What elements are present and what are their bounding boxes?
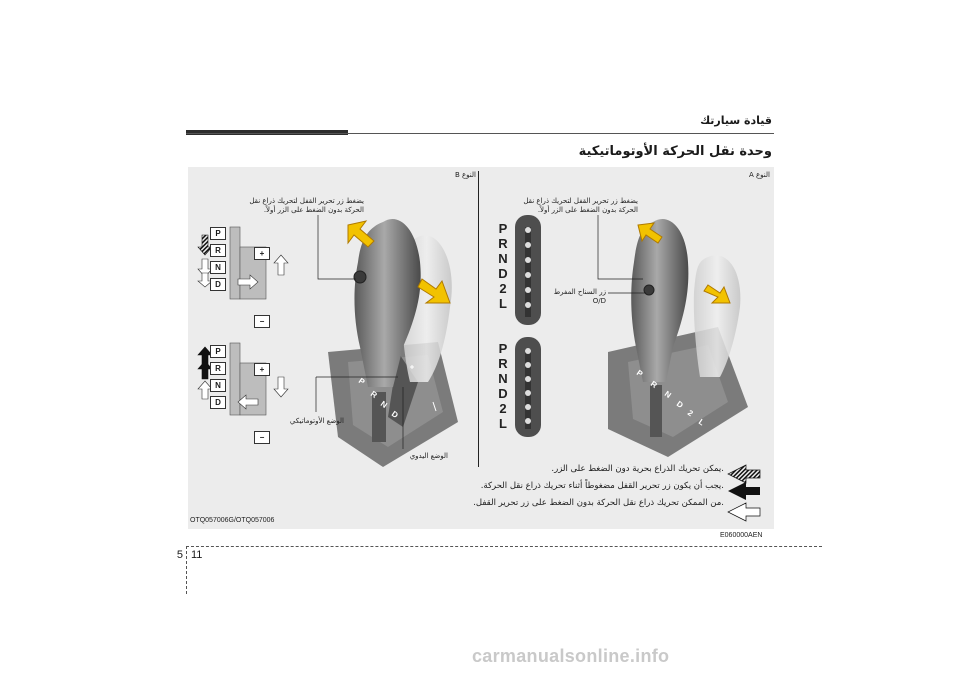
legend-item: .يجب أن يكون زر تحرير القفل مضغوطاً أثنا… bbox=[480, 481, 724, 491]
gear-letter: N bbox=[498, 371, 508, 386]
gear-letters-2: P R N D 2 L bbox=[496, 341, 510, 431]
gate-letter: P bbox=[210, 227, 226, 240]
svg-text:L: L bbox=[697, 417, 706, 427]
header-bar bbox=[186, 130, 348, 135]
gate-letter: P bbox=[210, 345, 226, 358]
legend: .يمكن تحريك الذراع بحرية دون الضغط على ا… bbox=[418, 461, 724, 512]
svg-text:2: 2 bbox=[686, 408, 695, 418]
gear-letter: D bbox=[498, 266, 508, 281]
gear-letter: D bbox=[498, 386, 508, 401]
yellow-arrow-b-side bbox=[417, 278, 451, 304]
gear-letter: L bbox=[499, 416, 507, 431]
legend-item: .من الممكن تحريك ذراع نقل الحركة بدون ال… bbox=[473, 498, 724, 508]
gear-letter: R bbox=[498, 356, 508, 371]
gate-minus-bottom: − bbox=[254, 431, 270, 444]
figure-code: OTQ057006G/OTQ057006 bbox=[190, 517, 275, 524]
gear-letter: N bbox=[498, 251, 508, 266]
panel-a-callout-od: زر السناح المفرط O/D bbox=[553, 288, 606, 305]
header-title: قيادة سيارتك bbox=[700, 114, 772, 127]
yellow-arrow-a-top bbox=[637, 222, 663, 244]
footer-vrule bbox=[186, 546, 187, 594]
panel-a-callout-button: يضغط زر تحرير القفل لتحريك ذراع نقل الحر… bbox=[523, 197, 638, 214]
gear-letter: P bbox=[498, 341, 508, 356]
gate-letter: N bbox=[210, 261, 226, 274]
gear-strip-1 bbox=[515, 215, 541, 325]
legend-item: .يمكن تحريك الذراع بحرية دون الضغط على ا… bbox=[551, 464, 724, 474]
panel-a-tag: النوع A bbox=[748, 171, 770, 179]
gate-letters-bottom: P R N D bbox=[210, 345, 226, 409]
gear-letter: 2 bbox=[499, 281, 507, 296]
page-number: 5 11 bbox=[155, 549, 215, 561]
svg-text:R: R bbox=[649, 379, 659, 390]
gear-strip-2 bbox=[515, 337, 541, 437]
gate-plus-top: + bbox=[254, 247, 270, 260]
panel-b-callout-manual: الوضع اليدوي bbox=[409, 452, 448, 460]
legend-arrows bbox=[727, 464, 761, 522]
footer-rule bbox=[186, 546, 822, 547]
svg-text:R: R bbox=[369, 389, 379, 400]
gate-letters-top: P R N D bbox=[210, 227, 226, 291]
gate-letter: N bbox=[210, 379, 226, 392]
header-rule bbox=[186, 133, 774, 134]
gear-letters-1: P R N D 2 L bbox=[496, 221, 510, 311]
gear-letter: P bbox=[498, 221, 508, 236]
gate-letter: R bbox=[210, 362, 226, 375]
gate-letter: R bbox=[210, 244, 226, 257]
figure: P R N D P R N D 2 L bbox=[188, 167, 774, 529]
svg-text:P: P bbox=[635, 368, 645, 379]
yellow-arrow-b-top bbox=[347, 220, 375, 248]
gate-letter: D bbox=[210, 278, 226, 291]
outline-arrow-icon bbox=[727, 502, 761, 522]
gate-minus-top: − bbox=[254, 315, 270, 328]
gear-letter: 2 bbox=[499, 401, 507, 416]
panel-b-callout-auto: الوضع الأوتوماتيكي bbox=[289, 417, 344, 425]
svg-text:N: N bbox=[663, 389, 673, 400]
panel-b-callout-button: يضغط زر تحرير القفل لتحريك ذراع نقل الحر… bbox=[249, 197, 364, 214]
svg-text:P: P bbox=[357, 376, 367, 387]
doc-code: E060000AEN bbox=[720, 532, 763, 539]
panel-b-tag: النوع B bbox=[454, 171, 476, 179]
page-index: 11 bbox=[191, 549, 203, 561]
svg-text:D: D bbox=[390, 409, 400, 420]
panel-divider bbox=[478, 171, 479, 467]
gate-letter: D bbox=[210, 396, 226, 409]
page-section: 5 bbox=[176, 549, 183, 561]
lever-b: P R N D bbox=[328, 218, 458, 467]
solid-arrow-icon bbox=[728, 482, 760, 500]
watermark: carmanualsonline.info bbox=[472, 646, 670, 666]
striped-arrow-icon bbox=[727, 464, 761, 484]
lever-a: P R N D 2 L bbox=[608, 218, 748, 457]
gate-plus-bottom: + bbox=[254, 363, 270, 376]
svg-text:N: N bbox=[379, 399, 389, 410]
gear-letter: L bbox=[499, 296, 507, 311]
section-title: وحدة نقل الحركة الأوتوماتيكية bbox=[578, 144, 772, 159]
yellow-arrow-a-side bbox=[703, 284, 731, 304]
svg-text:D: D bbox=[675, 399, 685, 410]
gear-letter: R bbox=[498, 236, 508, 251]
